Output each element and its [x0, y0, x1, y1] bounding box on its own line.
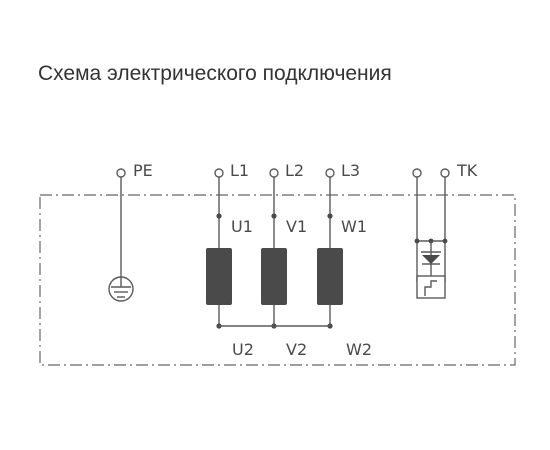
pe-terminal: PE — [116, 161, 153, 278]
w1-label: W1 — [341, 217, 367, 236]
thermal-contact-icon — [414, 238, 448, 299]
ground-icon — [108, 276, 134, 302]
winding-coil-icon — [206, 248, 232, 305]
u1-label: U1 — [231, 217, 253, 236]
motor-enclosure-frame — [39, 194, 516, 366]
phase-l3: L3 W1 W2 — [317, 161, 372, 359]
u2-label: U2 — [232, 340, 254, 359]
w2-label: W2 — [346, 340, 372, 359]
phase-l1: L1 U1 U2 — [206, 161, 254, 359]
tk-label: TK — [456, 161, 478, 180]
pe-label: PE — [133, 161, 153, 180]
l3-label: L3 — [341, 161, 360, 180]
l1-label: L1 — [230, 161, 249, 180]
winding-coil-icon — [317, 248, 343, 305]
v1-label: V1 — [286, 217, 307, 236]
tk-terminals: TK — [412, 161, 478, 282]
l2-label: L2 — [285, 161, 304, 180]
phase-l2: L2 V1 V2 — [261, 161, 307, 359]
diagram-title: Схема электрического подключения — [38, 62, 392, 85]
v2-label: V2 — [286, 340, 307, 359]
winding-coil-icon — [261, 248, 287, 305]
